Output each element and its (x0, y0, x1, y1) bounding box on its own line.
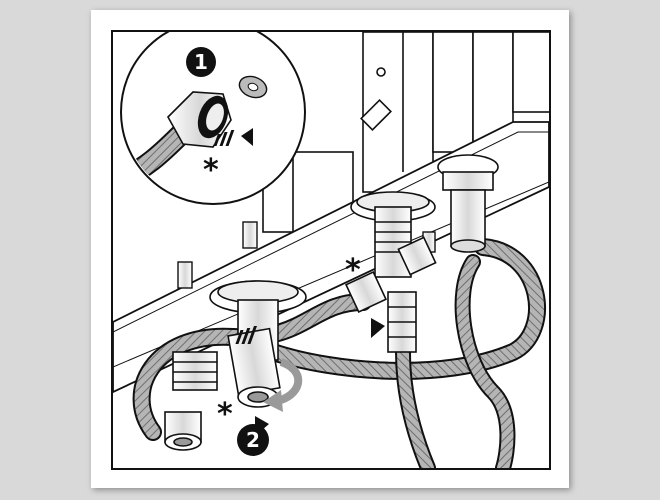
cabinet-background (262, 32, 549, 233)
step-badge-2: 2 (237, 424, 269, 456)
asterisk-marker-right: * (345, 253, 361, 288)
detail-inset: * 1 (120, 32, 306, 205)
spout-column (437, 154, 499, 253)
step-number-1: 1 (194, 50, 208, 74)
illustration-frame: * * 2 (111, 30, 551, 470)
left-valve-assembly (164, 280, 307, 451)
instruction-card: * * 2 (91, 10, 569, 488)
asterisk-marker-left: * (217, 397, 233, 432)
curved-rotate-arrow-icon (263, 358, 303, 412)
asterisk-marker-inset: * (203, 153, 219, 188)
triple-dash-arrow-icon (235, 318, 385, 344)
installation-diagram: * * 2 (113, 32, 549, 468)
right-valve-assembly (345, 191, 437, 353)
step-number-2: 2 (246, 428, 260, 452)
step-badge-1: 1 (186, 47, 216, 77)
